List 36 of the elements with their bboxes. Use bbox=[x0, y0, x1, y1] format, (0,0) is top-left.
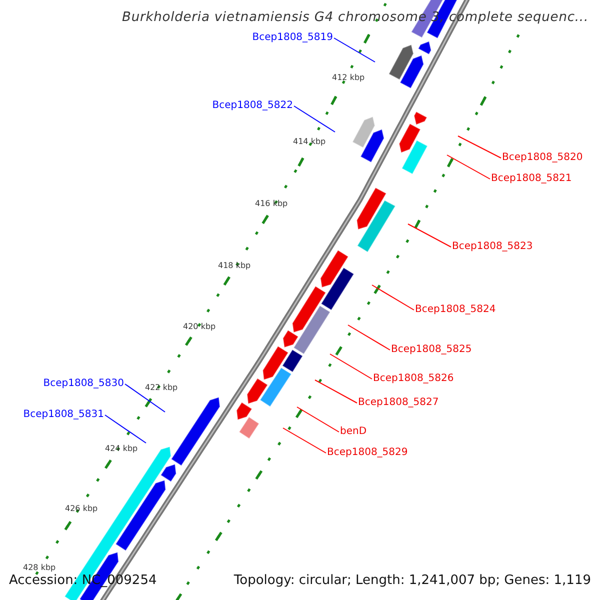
leader-line bbox=[334, 38, 376, 62]
gene-label: Bcep1808_5825 bbox=[391, 343, 472, 357]
leader-line bbox=[314, 380, 358, 404]
gene-label: benD bbox=[340, 425, 367, 439]
gene-label: Bcep1808_5822 bbox=[212, 99, 293, 113]
leader-line bbox=[294, 106, 336, 132]
position-label: 412 kbp bbox=[332, 72, 365, 84]
position-label: 416 kbp bbox=[255, 198, 288, 210]
leader-line bbox=[296, 406, 340, 432]
gene-label: Bcep1808_5827 bbox=[358, 396, 439, 410]
summary-text: Topology: circular; Length: 1,241,007 bp; Genes: 1,119 bbox=[234, 574, 591, 588]
position-label: 414 kbp bbox=[293, 136, 326, 148]
leader-line bbox=[124, 384, 166, 412]
gene-label: Bcep1808_5826 bbox=[373, 372, 454, 386]
leader-line bbox=[330, 354, 372, 380]
leader-line bbox=[446, 154, 490, 180]
gene-label: Bcep1808_5823 bbox=[452, 240, 533, 254]
gene-label: Bcep1808_5830 bbox=[43, 377, 124, 391]
leader-line bbox=[408, 224, 452, 248]
gene-label: Bcep1808_5821 bbox=[491, 172, 572, 186]
gene-label: Bcep1808_5819 bbox=[252, 31, 333, 45]
leader-line bbox=[458, 136, 502, 158]
leader-line bbox=[104, 414, 146, 444]
position-label: 428 kbp bbox=[23, 562, 56, 574]
gene-label: Bcep1808_5824 bbox=[415, 303, 496, 317]
gene-label: Bcep1808_5820 bbox=[502, 151, 583, 165]
position-label: 420 kbp bbox=[183, 321, 216, 333]
gene-label: Bcep1808_5829 bbox=[327, 446, 408, 460]
leader-line bbox=[372, 284, 414, 310]
position-label: 418 kbp bbox=[218, 260, 251, 272]
position-label: 424 kbp bbox=[105, 443, 138, 455]
leader-line bbox=[282, 428, 326, 454]
position-label: 426 kbp bbox=[65, 503, 98, 515]
leader-line bbox=[348, 324, 390, 350]
gene-label: Bcep1808_5831 bbox=[23, 408, 104, 422]
position-label: 422 kbp bbox=[145, 382, 178, 394]
